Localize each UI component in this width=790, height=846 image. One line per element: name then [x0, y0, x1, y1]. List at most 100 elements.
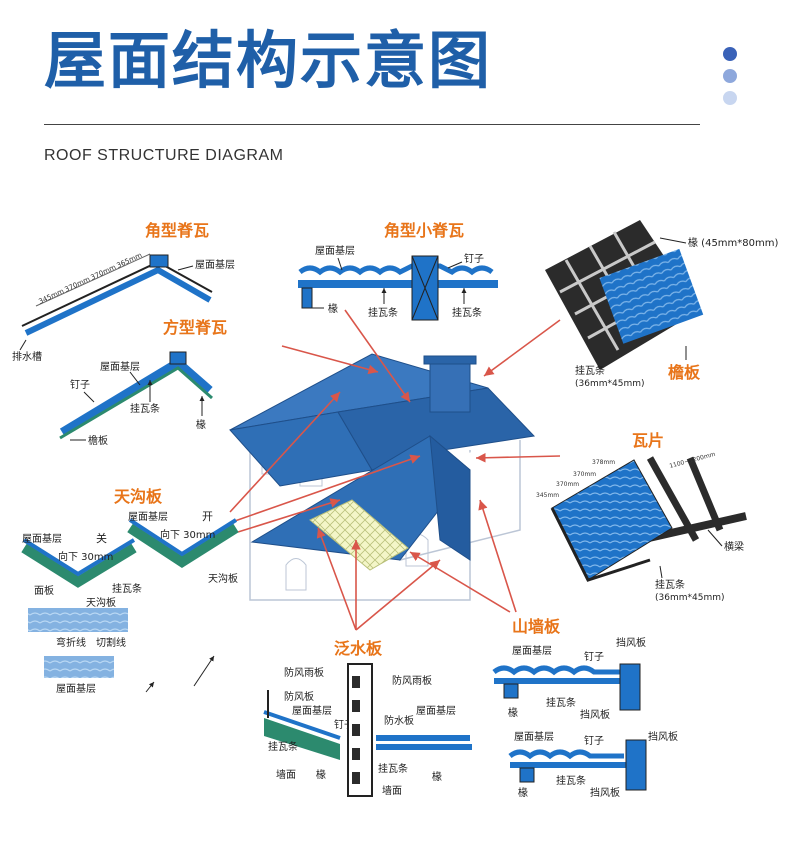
label-face: 面板	[34, 584, 54, 597]
label-eave: 檐板	[88, 434, 108, 447]
ridge-angle-section: 角型脊瓦 345mm 370mm 370mm 365mm 屋面基层 排水槽	[12, 221, 235, 363]
label-wind-board: 防风板	[284, 690, 314, 703]
label-roof-base: 屋面基层	[128, 510, 168, 523]
house-illustration	[229, 353, 536, 601]
label-batten: 挂瓦条	[546, 696, 576, 709]
label-batten: 挂瓦条	[368, 306, 398, 319]
leader-line	[659, 237, 687, 244]
direction-arrow	[145, 681, 155, 693]
ridge-square-section: 方型脊瓦 屋面基层 钉子 挂瓦条 椽 檐板	[59, 318, 227, 447]
flashing-title: 泛水板	[334, 639, 383, 658]
ridge-cap	[149, 254, 169, 268]
direction-arrow	[193, 655, 215, 687]
tile-panel	[551, 459, 673, 581]
valley-open-board	[127, 523, 239, 568]
label-roof-base: 屋面基层	[514, 730, 554, 743]
label-nail: 钉子	[584, 735, 604, 747]
valley-flat-panel	[28, 608, 128, 632]
label-rafter: 椽	[316, 768, 326, 781]
label-wall: 墙面	[382, 784, 402, 797]
callout-arrows	[229, 309, 561, 631]
decor-dot-3	[723, 91, 737, 105]
label-batten-size: (36mm*45mm)	[655, 593, 725, 603]
leader-line	[83, 391, 95, 403]
leader-line	[337, 257, 343, 271]
label-roof-base: 屋面基层	[22, 532, 62, 545]
valley-closed-tiles	[22, 538, 136, 577]
ridge-small-tiles	[298, 263, 494, 276]
dim-label: 345mm	[536, 492, 559, 499]
chimney-cap	[423, 355, 477, 365]
dim-label: 370mm	[89, 263, 117, 282]
ridge-angle-title: 角型脊瓦	[145, 221, 209, 240]
leader-line	[177, 265, 194, 271]
label-down-30: 向下 30mm	[160, 528, 215, 541]
gable-wind-board	[625, 739, 647, 791]
label-roof-base: 屋面基层	[416, 704, 456, 717]
label-roof-base: 屋面基层	[56, 682, 96, 695]
ridge-cap	[169, 351, 187, 365]
label-rafter: 椽	[508, 706, 518, 719]
gable-section: 山墙板 屋面基层 钉子 挡风板 椽 挂瓦条 挡风板 屋面基层 钉子 挡风板 椽 …	[492, 617, 678, 799]
label-roof-base: 屋面基层	[195, 258, 235, 271]
label-rafter: 椽	[196, 418, 206, 431]
label-batten: 挂瓦条	[378, 762, 408, 775]
ridge-post-brace	[411, 255, 439, 321]
dim-label: 365mm	[115, 251, 143, 270]
gable-top-deck	[494, 678, 624, 684]
dim-label: 370mm	[63, 275, 91, 294]
dimension-line	[35, 253, 151, 307]
label-valley-board: 天沟板	[86, 596, 116, 609]
ridge-angle-tiles	[24, 266, 212, 336]
label-open: 开	[202, 510, 213, 523]
gable-top-tiles	[492, 665, 620, 676]
page-subtitle: ROOF STRUCTURE DIAGRAM	[44, 147, 284, 164]
flashing-left-tiles	[263, 710, 341, 740]
label-wind-board: 挡风板	[590, 786, 620, 799]
label-nail: 钉子	[584, 651, 604, 663]
dormer-roof-side	[429, 434, 471, 561]
leader-line	[19, 339, 27, 351]
label-wind-board: 挡风板	[648, 730, 678, 743]
label-batten: 挂瓦条	[556, 774, 586, 787]
flashing-section: 泛水板 防风雨板 防风板 屋面基层 钉子 挂瓦条 墙面 椽 防风雨板 防水板 屋…	[263, 639, 472, 797]
label-valley-board: 天沟板	[208, 572, 238, 585]
label-drain: 排水槽	[12, 350, 42, 363]
ridge-small-deck	[298, 280, 498, 288]
valley-closed-board	[21, 543, 137, 588]
flashing-right-deck	[376, 744, 472, 750]
label-fold: 弯折线	[56, 636, 86, 649]
label-nail: 钉子	[70, 379, 90, 391]
label-batten-size: (36mm*45mm)	[575, 379, 645, 389]
gable-wind-board	[619, 663, 641, 711]
dim-label: 370mm	[556, 481, 579, 488]
eave-tiles	[599, 248, 704, 344]
valley-open-tiles	[128, 518, 238, 557]
valley-title: 天沟板	[114, 487, 163, 506]
rafter	[646, 456, 700, 542]
leader-line	[659, 565, 663, 579]
eave-board-section: 椽 (45mm*80mm) 挂瓦条 (36mm*45mm) 檐板	[545, 220, 778, 389]
eave-board-title: 檐板	[668, 363, 701, 382]
label-batten: 挂瓦条	[268, 740, 298, 753]
ridge-small-section: 角型小脊瓦 屋面基层 钉子 椽 挂瓦条 挂瓦条	[298, 221, 498, 321]
label-roof-base: 屋面基层	[512, 644, 552, 657]
tile-edge	[550, 507, 651, 582]
gable-bottom-tiles	[508, 749, 624, 760]
label-wind-board: 挡风板	[616, 636, 646, 649]
label-wind-top: 防风雨板	[284, 666, 324, 679]
tile-section: 瓦片 378mm 370mm 370mm 345mm 1100~1200mm 横…	[536, 431, 747, 603]
label-roof-base: 屋面基层	[315, 244, 355, 257]
label-wall: 墙面	[276, 768, 296, 781]
label-batten: 挂瓦条	[655, 578, 685, 591]
label-down-30: 向下 30mm	[58, 550, 113, 563]
valley-section: 天沟板 屋面基层 关 向下 30mm 屋面基层 开 向下 30mm 面板 挂瓦条…	[21, 487, 239, 695]
label-wind-top: 防风雨板	[392, 674, 432, 687]
decor-dot-2	[723, 69, 737, 83]
gable-bottom-deck	[510, 762, 628, 768]
leader-line	[447, 261, 463, 269]
label-wind-board: 挡风板	[580, 708, 610, 721]
label-roof-base: 屋面基层	[292, 704, 332, 717]
gable-rafter	[503, 683, 519, 699]
